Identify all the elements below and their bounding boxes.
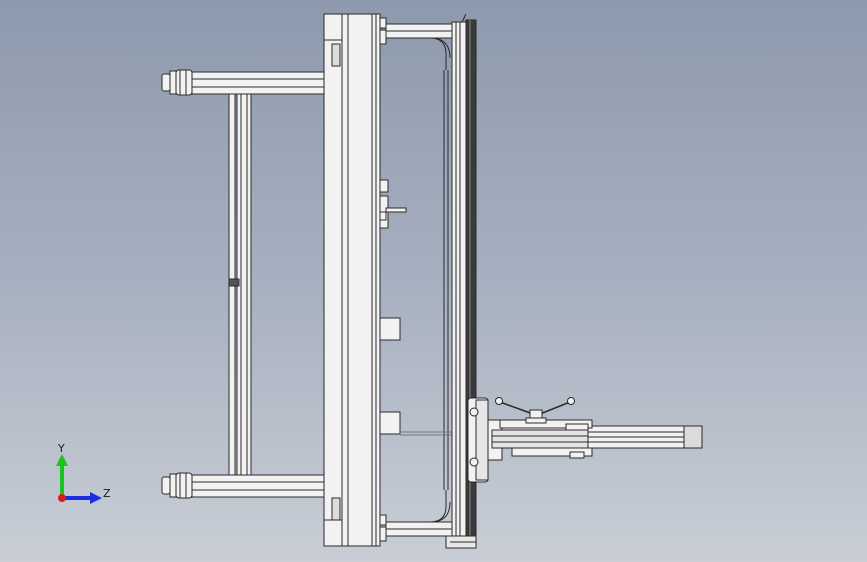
- y-axis-arrowhead: [56, 454, 68, 466]
- top-connector-arm: [385, 23, 463, 70]
- vertical-guide-rail: [445, 13, 477, 549]
- axis-triad: Y Z: [56, 442, 111, 504]
- z-axis-label: Z: [103, 487, 111, 500]
- mounting-plate: [323, 13, 381, 547]
- linear-actuator: [467, 397, 703, 483]
- bottom-crossbar: [191, 474, 343, 498]
- z-axis-arrowhead: [90, 492, 102, 504]
- y-axis-label: Y: [57, 442, 65, 455]
- clamp-handle: [495, 397, 575, 424]
- top-foot-cap: [161, 69, 193, 96]
- bottom-foot-cap: [161, 472, 193, 499]
- x-axis-dot: [58, 494, 66, 502]
- bottom-connector-arm: [385, 490, 463, 537]
- top-crossbar: [191, 71, 343, 95]
- plate-fittings: [379, 17, 407, 542]
